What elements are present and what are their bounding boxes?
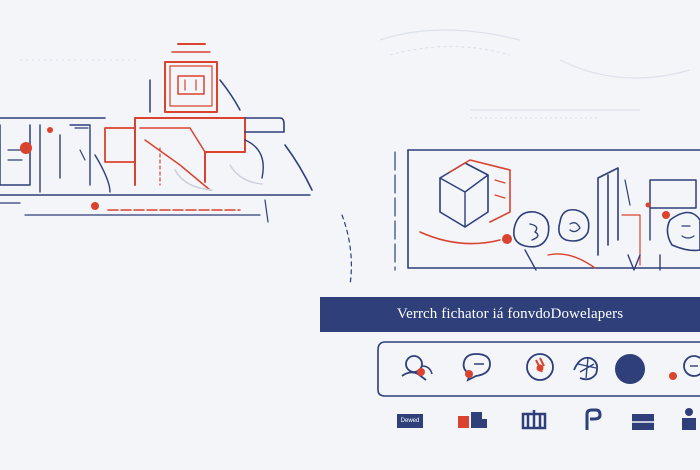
- dot-icon[interactable]: [664, 352, 700, 386]
- title-banner: Verrch fichator iá fonvdoDowelapers: [320, 297, 700, 332]
- document-tag-label: Dewed: [400, 418, 420, 424]
- figure-icon[interactable]: [678, 406, 700, 432]
- robot-icon[interactable]: [520, 408, 550, 432]
- hook-icon[interactable]: [582, 408, 604, 432]
- flame-icon[interactable]: [566, 350, 606, 386]
- document-tag-icon[interactable]: Dewed: [397, 414, 423, 428]
- badge-icon[interactable]: [522, 350, 560, 386]
- cube-icon[interactable]: [628, 410, 658, 432]
- circle-icon[interactable]: [612, 352, 648, 386]
- banner-title: Verrch fichator iá fonvdoDowelapers: [396, 306, 624, 322]
- blocks-icon[interactable]: [456, 410, 490, 432]
- magnifier-icon[interactable]: [396, 350, 438, 386]
- chat-bubble-icon[interactable]: [458, 350, 498, 386]
